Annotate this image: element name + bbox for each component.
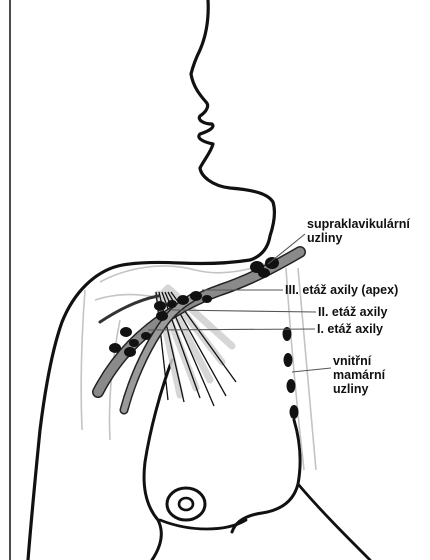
lymph-node-internal-mammary (284, 353, 293, 367)
label-line: vnitřní (333, 354, 385, 368)
trunk-right-contour (232, 420, 300, 532)
lymph-node-level-1 (129, 339, 139, 347)
small-vessel-branch (100, 296, 158, 322)
lymph-node-level-2 (167, 300, 177, 308)
label-internal-mammary-nodes: vnitřní mamární uzliny (333, 354, 385, 396)
lymph-node-supraclavicular (265, 257, 279, 269)
label-axilla-level-1: I. etáž axily (317, 322, 383, 336)
lymph-node-level-1 (124, 347, 136, 357)
lymph-node-level-1 (109, 343, 121, 353)
label-supraclavicular-nodes: supraklavikulární uzliny (307, 217, 410, 245)
lymph-node-level-2 (154, 301, 166, 311)
lymph-node-level-3 (177, 295, 189, 305)
label-line: uzliny (333, 382, 385, 396)
lymph-node-supraclavicular (258, 268, 270, 278)
abdomen-line (298, 484, 370, 560)
label-axilla-level-2: II. etáž axily (318, 305, 387, 319)
lymph-node-level-1 (141, 332, 151, 340)
inner-arm-breast-contour (144, 360, 172, 560)
label-axilla-level-3: III. etáž axily (apex) (285, 283, 398, 297)
label-line: mamární (333, 368, 385, 382)
leader-line-internal-mammary (292, 368, 331, 372)
label-line: uzliny (307, 231, 410, 245)
lymph-node-level-3 (190, 291, 202, 301)
lymph-node-level-2 (156, 311, 168, 321)
label-line: supraklavikulární (307, 217, 410, 231)
lymph-node-internal-mammary (290, 405, 299, 419)
lymph-node-internal-mammary (287, 379, 296, 393)
nipple (179, 498, 193, 510)
areola (167, 488, 205, 520)
lymph-node-level-1 (120, 327, 132, 337)
lymph-node-level-3 (202, 295, 212, 303)
